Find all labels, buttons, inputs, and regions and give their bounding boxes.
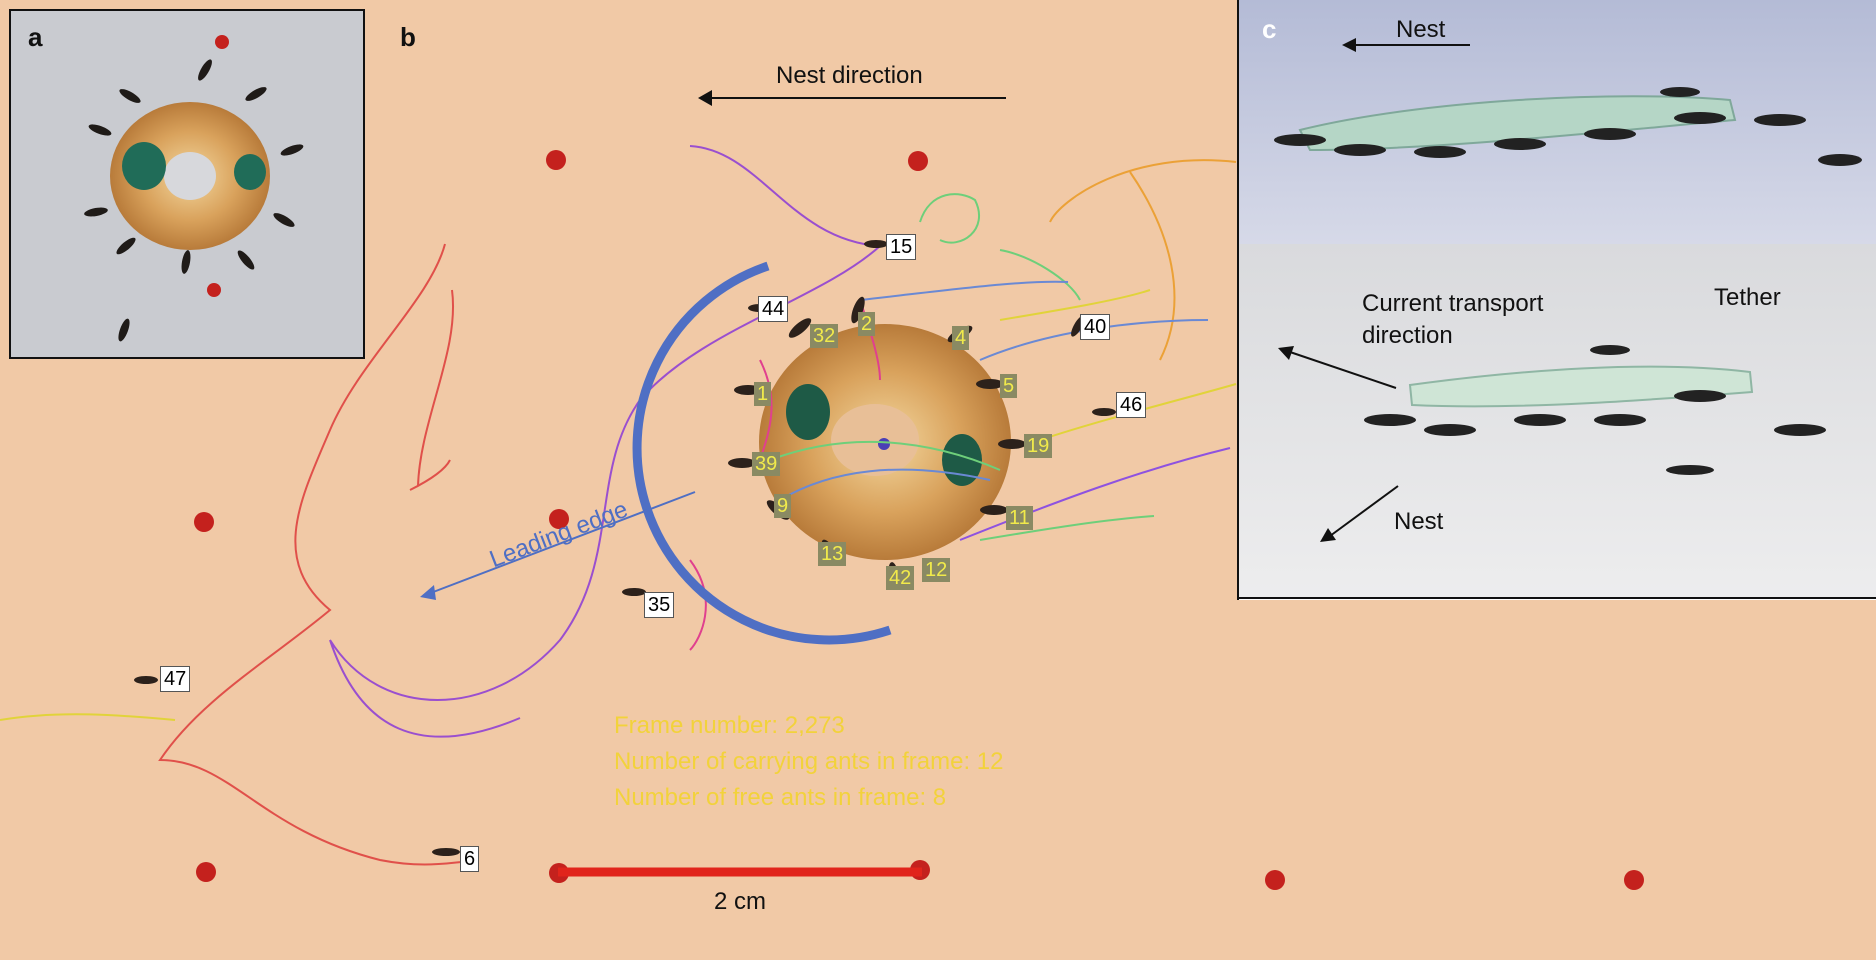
ant-tag-carrying: 19	[1024, 434, 1053, 458]
ant-tag-free: 35	[644, 592, 675, 618]
scale-bar-label: 2 cm	[714, 888, 767, 915]
ant	[864, 240, 888, 248]
ant-tag-carrying: 39	[752, 452, 781, 476]
trajectory-red-2	[409, 289, 454, 491]
trajectory-red	[158, 243, 471, 866]
trajectory-purple	[329, 145, 883, 738]
ant-tag-free: 44	[758, 296, 789, 322]
leading-edge-arrowhead	[420, 585, 436, 600]
ant-tag-free: 6	[460, 846, 480, 872]
ant-tag-carrying: 5	[1000, 374, 1018, 398]
marker-dot	[196, 862, 216, 882]
ant-tag-carrying: 11	[1006, 506, 1033, 530]
free-ants-count-text: Number of free ants in frame: 8	[614, 784, 947, 811]
panel-c-inset	[1237, 0, 1876, 600]
ant	[851, 296, 865, 324]
marker-dot	[1624, 870, 1644, 890]
ant-tag-free: 46	[1116, 392, 1147, 418]
marker-dots	[194, 150, 1644, 890]
panel-b-bottom-strip	[0, 960, 1876, 978]
ant-tag-carrying: 32	[810, 324, 839, 348]
marker-dot	[908, 151, 928, 171]
panel-label-a: a	[28, 22, 43, 52]
ant	[998, 439, 1026, 449]
marker-dot	[546, 150, 566, 170]
carrying-ants-count-text: Number of carrying ants in frame: 12	[614, 748, 1004, 775]
ant-trajectories	[0, 145, 1237, 866]
ant-tag-carrying: 4	[952, 326, 970, 350]
ant	[976, 379, 1004, 389]
panel-c-transport-label-line1: Current transport	[1362, 290, 1544, 317]
leading-edge-arrow-line	[427, 491, 696, 595]
panel-c-transport-label-line2: direction	[1362, 322, 1453, 349]
ant-tag-free: 15	[886, 234, 917, 260]
trajectory-violet	[959, 447, 1231, 541]
ant	[788, 318, 812, 338]
ant-tag-carrying: 13	[818, 542, 847, 566]
nest-direction-arrowhead	[698, 90, 712, 106]
ant-tag-carrying: 2	[858, 312, 876, 336]
ant	[622, 588, 646, 596]
marker-dot	[1265, 870, 1285, 890]
nest-direction-label: Nest direction	[776, 62, 923, 89]
panel-c-nest-bottom-label: Nest	[1394, 508, 1444, 535]
trajectory-green	[769, 193, 1155, 541]
ant-tag-free: 47	[160, 666, 191, 692]
marker-dot	[549, 509, 569, 529]
ant	[728, 458, 756, 468]
ant-tag-free: 40	[1080, 314, 1111, 340]
leading-edge-arc	[632, 261, 892, 645]
ant	[432, 848, 460, 856]
panel-a-inset	[9, 9, 365, 359]
ant-tag-carrying: 1	[754, 382, 772, 406]
ant-tag-carrying: 12	[922, 558, 951, 582]
panel-label-b: b	[400, 22, 416, 52]
ant	[134, 676, 158, 684]
frame-number-text: Frame number: 2,273	[614, 712, 845, 739]
ant	[1092, 408, 1116, 416]
trajectory-orange	[1049, 159, 1237, 361]
ant	[980, 505, 1008, 515]
panel-c-tether-label: Tether	[1714, 284, 1781, 311]
ant-tag-carrying: 9	[774, 494, 792, 518]
marker-dot	[194, 512, 214, 532]
panel-c-nest-top-label: Nest	[1396, 16, 1446, 43]
panel-label-c: c	[1262, 14, 1277, 44]
ant-tag-carrying: 42	[886, 566, 915, 590]
